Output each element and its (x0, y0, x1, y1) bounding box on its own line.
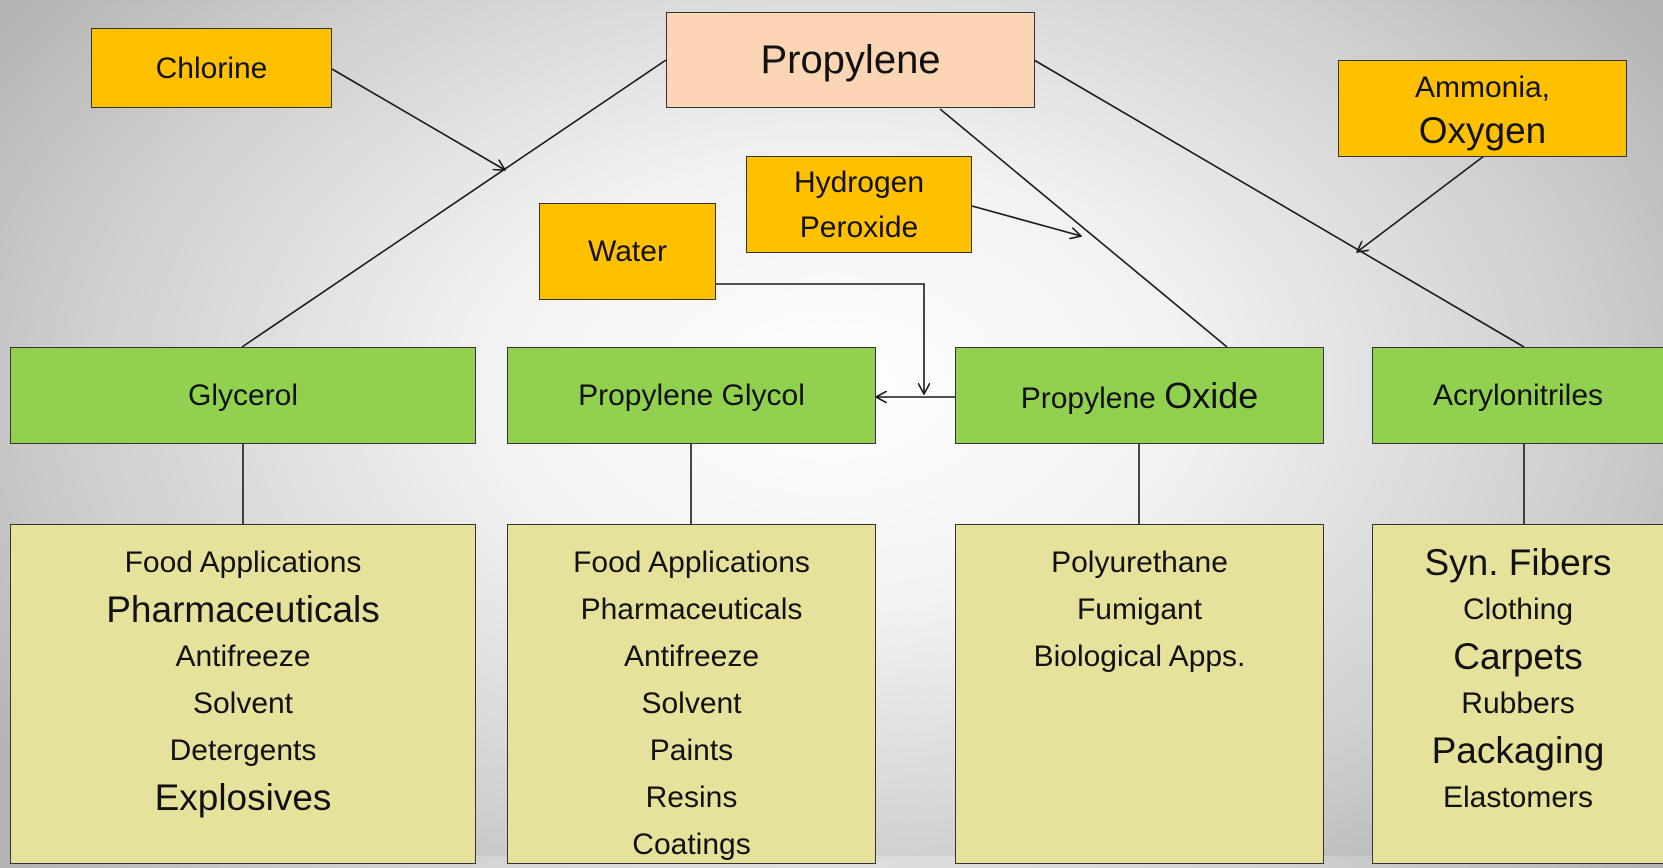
line-propylene-to-acrylonitriles (1033, 59, 1525, 348)
app-item: Detergents (169, 734, 317, 767)
app-item: Syn. Fibers (1424, 542, 1612, 583)
app-item: Antifreeze (175, 640, 311, 673)
arrow-chlorine (331, 68, 505, 170)
glycerol-applications-box: Food Applications Pharmaceuticals Antifr… (10, 524, 476, 864)
app-item: Clothing (1462, 593, 1574, 626)
glycerol-label: Glycerol (187, 378, 299, 412)
chlorine-box: Chlorine (91, 28, 332, 108)
propylene-oxide-box: Propylene Oxide (955, 347, 1324, 444)
arrow-water (716, 283, 924, 394)
propylene-oxide-word-2: Oxide (1164, 374, 1259, 416)
propylene-label: Propylene (760, 37, 941, 82)
propylene-oxide-applications-box: Polyurethane Fumigant Biological Apps. (955, 524, 1324, 864)
chlorine-label: Chlorine (155, 51, 268, 85)
app-item: Resins (645, 781, 738, 814)
propylene-oxide-label: Propylene Oxide (1021, 375, 1258, 417)
app-item: Solvent (192, 687, 294, 720)
app-item: Biological Apps. (1033, 640, 1246, 673)
acrylonitriles-label: Acrylonitriles (1432, 378, 1604, 412)
propylene-glycol-applications-box: Food Applications Pharmaceuticals Antifr… (507, 524, 876, 864)
app-item: Polyurethane (1051, 546, 1228, 579)
water-box: Water (539, 203, 716, 300)
arrow-ammonia-oxygen (1357, 155, 1485, 252)
oxygen-label: Oxygen (1418, 109, 1547, 151)
hydrogen-peroxide-line-1: Hydrogen (793, 165, 925, 199)
app-item: Solvent (641, 687, 742, 720)
line-propylene-to-propylene-oxide (939, 108, 1228, 348)
app-item: Carpets (1453, 636, 1583, 677)
hydrogen-peroxide-box: Hydrogen Peroxide (746, 156, 972, 253)
acrylonitriles-box: Acrylonitriles (1372, 347, 1663, 444)
app-item: Pharmaceuticals (106, 589, 380, 630)
line-propylene-to-glycerol (241, 59, 667, 348)
propylene-glycol-box: Propylene Glycol (507, 347, 876, 444)
app-item: Elastomers (1442, 781, 1594, 814)
propylene-oxide-word-1: Propylene (1020, 381, 1156, 415)
water-label: Water (588, 235, 667, 268)
app-item: Food Applications (124, 546, 362, 579)
app-item: Antifreeze (623, 640, 760, 673)
app-item: Fumigant (1076, 593, 1203, 626)
arrow-hydrogen-peroxide (971, 205, 1081, 236)
propylene-glycol-label: Propylene Glycol (578, 378, 805, 412)
glycerol-box: Glycerol (10, 347, 476, 444)
app-item: Pharmaceuticals (580, 593, 803, 626)
app-item: Paints (649, 734, 734, 767)
app-item: Food Applications (573, 546, 810, 579)
hydrogen-peroxide-line-2: Peroxide (799, 210, 919, 244)
propylene-box: Propylene (666, 12, 1035, 108)
ammonia-oxygen-box: Ammonia, Oxygen (1338, 60, 1627, 157)
app-item: Explosives (154, 777, 332, 818)
ammonia-label: Ammonia, (1414, 70, 1551, 104)
app-item: Coatings (632, 828, 751, 861)
acrylonitriles-applications-box: Syn. Fibers Clothing Carpets Rubbers Pac… (1372, 524, 1663, 864)
app-item: Rubbers (1461, 687, 1575, 720)
app-item: Packaging (1431, 730, 1605, 771)
